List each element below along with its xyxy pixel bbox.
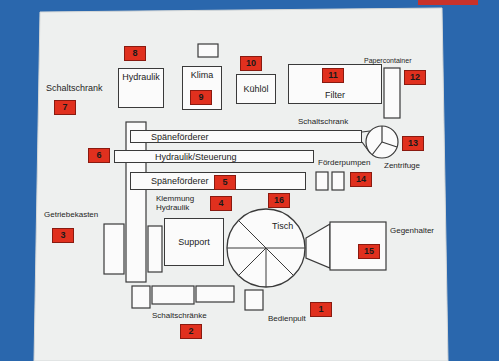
callout-number: 15 — [358, 244, 380, 259]
callout-number: 7 — [54, 100, 76, 115]
table-segment-line — [227, 248, 266, 249]
callout-number: 13 — [402, 136, 424, 151]
table-segment-line — [238, 248, 266, 276]
conveyor-band: Späneförderer — [130, 130, 362, 143]
callout-number: 6 — [88, 148, 110, 163]
callout-number: 5 — [214, 175, 236, 190]
callout-number: 12 — [404, 70, 426, 85]
callout-number: 10 — [240, 56, 262, 71]
part-label: Klemmung Hydraulik — [156, 194, 204, 212]
callout-number: 1 — [310, 302, 332, 317]
part-label: Schaltschränke — [152, 311, 207, 320]
table-segment-line — [266, 248, 305, 249]
red-edge — [418, 0, 478, 5]
cabinet-box — [196, 286, 234, 302]
control-band: Hydraulik/Steuerung — [114, 150, 314, 163]
callout-number: 16 — [268, 193, 290, 208]
part-label: Bedienpult — [268, 314, 306, 323]
counter-holder-box — [330, 222, 386, 270]
callout-number: 8 — [124, 46, 146, 61]
part-label: Schaltschrank — [298, 117, 348, 126]
part-label: Zentrifuge — [384, 161, 420, 170]
part-label: Getriebekasten — [44, 210, 98, 219]
centrifuge-spoke — [372, 142, 382, 155]
part-name: Späneförderer — [151, 132, 209, 142]
pump-box — [316, 172, 328, 190]
table-circle: Tisch — [226, 208, 306, 288]
paper-container-box — [384, 68, 400, 118]
gearbox-box — [104, 224, 124, 274]
hydraulics-box: Hydraulik — [118, 68, 164, 108]
counter-holder-arm — [306, 224, 330, 268]
part-label: Förderpumpen — [318, 158, 370, 167]
part-name: Klima — [191, 70, 214, 80]
part-name: Support — [178, 237, 210, 247]
coolant-box: Kühlöl — [236, 74, 276, 104]
operator-panel-box — [245, 290, 263, 310]
pump-box — [332, 172, 344, 190]
cabinet-box — [152, 286, 194, 304]
centrifuge-symbol — [366, 126, 398, 158]
callout-number: 4 — [210, 196, 232, 211]
part-name: Hydraulik — [122, 72, 160, 82]
sign-panel — [34, 8, 448, 361]
part-name: Kühlöl — [243, 84, 268, 94]
part-name: Filter — [325, 90, 345, 100]
part-label: Papercontainer — [364, 56, 411, 65]
cabinet-box — [132, 286, 150, 308]
machine-frame — [126, 122, 146, 282]
table-circle-outline — [227, 209, 305, 287]
part-name: Späneförderer — [151, 176, 209, 186]
callout-number: 3 — [52, 228, 74, 243]
support-box: Support — [164, 218, 224, 266]
table-segment-line — [238, 220, 266, 248]
part-label: Schaltschrank — [46, 84, 103, 93]
part-label: Gegenhalter — [390, 226, 434, 235]
callout-number: 2 — [180, 324, 202, 339]
part-name: Tisch — [272, 221, 293, 231]
small-box — [198, 44, 218, 57]
table-segment-line — [266, 248, 294, 276]
centrifuge-spoke — [382, 142, 397, 147]
gearbox-box — [148, 226, 162, 272]
band-line — [362, 131, 370, 132]
table-segment-line — [266, 248, 267, 287]
centrifuge-spoke — [381, 126, 382, 142]
callout-number: 11 — [322, 68, 344, 83]
callout-number: 9 — [190, 90, 212, 105]
callout-number: 14 — [350, 172, 372, 187]
table-outline — [226, 208, 306, 288]
part-name: Hydraulik/Steuerung — [155, 152, 237, 162]
